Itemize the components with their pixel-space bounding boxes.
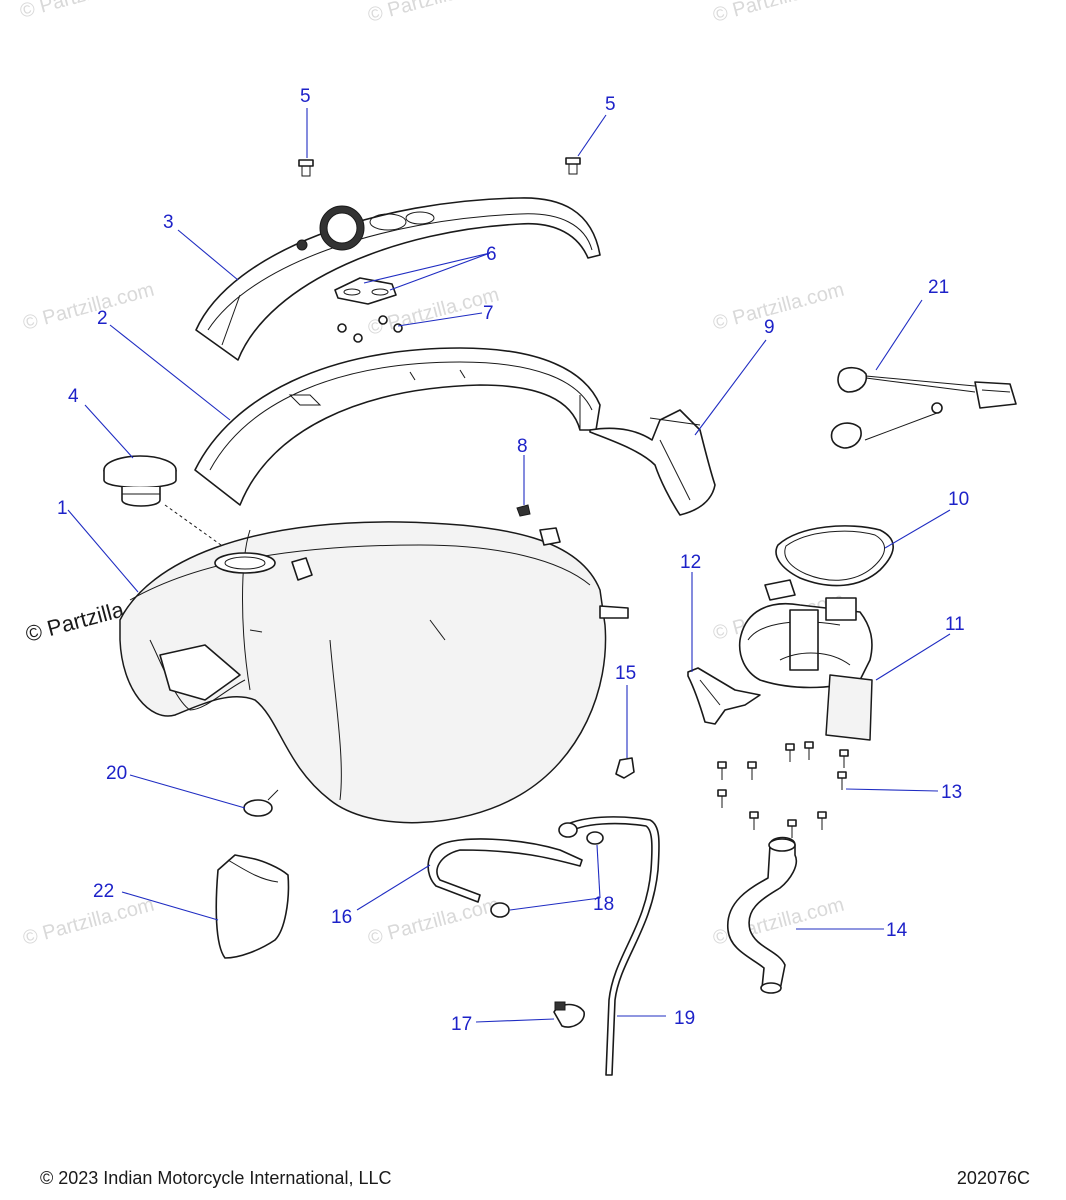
part-20-tie-strap: [243, 789, 279, 817]
part-1-fuel-tank: [119, 521, 629, 824]
callout-11: 11: [945, 614, 965, 635]
watermark: © Partzilla.com: [366, 894, 502, 950]
drawing-code: 202076C: [956, 1168, 1030, 1188]
part-10-pump-gasket: [775, 525, 894, 587]
part-6-gaskets: [334, 277, 397, 305]
leader-lines: [67, 108, 951, 1023]
watermark: © Partzilla.com: [18, 0, 154, 23]
part-19-vent-hose: [558, 816, 660, 1076]
watermark: © Partzilla.com: [711, 279, 847, 335]
part-21-fuel-sender: [830, 366, 1017, 449]
callout-5: 5: [300, 86, 311, 107]
callout-2: 2: [97, 308, 108, 329]
part-7-nuts: [337, 315, 403, 343]
callout-20: 20: [106, 763, 127, 784]
part-22-cover: [215, 854, 290, 959]
part-11-fuel-pump: [738, 579, 873, 741]
callout-18: 18: [593, 894, 614, 915]
callout-3: 3: [163, 212, 174, 233]
callout-10: 10: [948, 489, 969, 510]
watermark: © Partzilla.com: [711, 0, 847, 27]
part-5-screw-left: [298, 159, 314, 177]
part-8-clip: [516, 504, 531, 517]
callout-21: 21: [928, 277, 949, 298]
callout-14: 14: [886, 920, 908, 941]
callout-22: 22: [93, 881, 114, 902]
part-3-tank-console: [195, 197, 601, 361]
callout-17: 17: [451, 1014, 472, 1035]
callout-1: 1: [57, 498, 68, 519]
part-18-hose-caps: [490, 831, 604, 918]
callout-12: 12: [680, 552, 701, 573]
part-5-screw-right: [565, 157, 581, 175]
watermark: © Partzilla.com: [366, 0, 502, 27]
part-9-heat-shield: [589, 409, 716, 516]
callout-8: 8: [517, 436, 528, 457]
callout-4: 4: [68, 386, 79, 407]
callout-16: 16: [331, 907, 352, 928]
part-12-bracket: [687, 667, 761, 725]
part-17-clamp: [553, 1001, 585, 1028]
callout-9: 9: [764, 317, 775, 338]
part-13-bolts: [717, 741, 849, 838]
watermark: © Partzilla.com: [21, 279, 157, 335]
part-16-hose: [427, 838, 583, 903]
callout-15: 15: [615, 663, 636, 684]
part-2-tank-panel: [194, 347, 601, 506]
callout-5: 5: [605, 94, 616, 115]
part-4-fuel-cap: [103, 455, 236, 556]
part-14-filler-hose: [727, 836, 798, 994]
callout-labels: 5 5 3 6 7 2 4 1 8 9 21 10 12 11 15 13 20…: [57, 86, 969, 1035]
watermark: © Partzilla.com: [21, 894, 157, 950]
callout-13: 13: [941, 782, 962, 803]
callout-7: 7: [483, 303, 494, 324]
callout-19: 19: [674, 1008, 695, 1029]
copyright-notice: © 2023 Indian Motorcycle International, …: [40, 1168, 392, 1188]
callout-6: 6: [486, 244, 497, 265]
part-15-elbow-fitting: [615, 757, 635, 779]
